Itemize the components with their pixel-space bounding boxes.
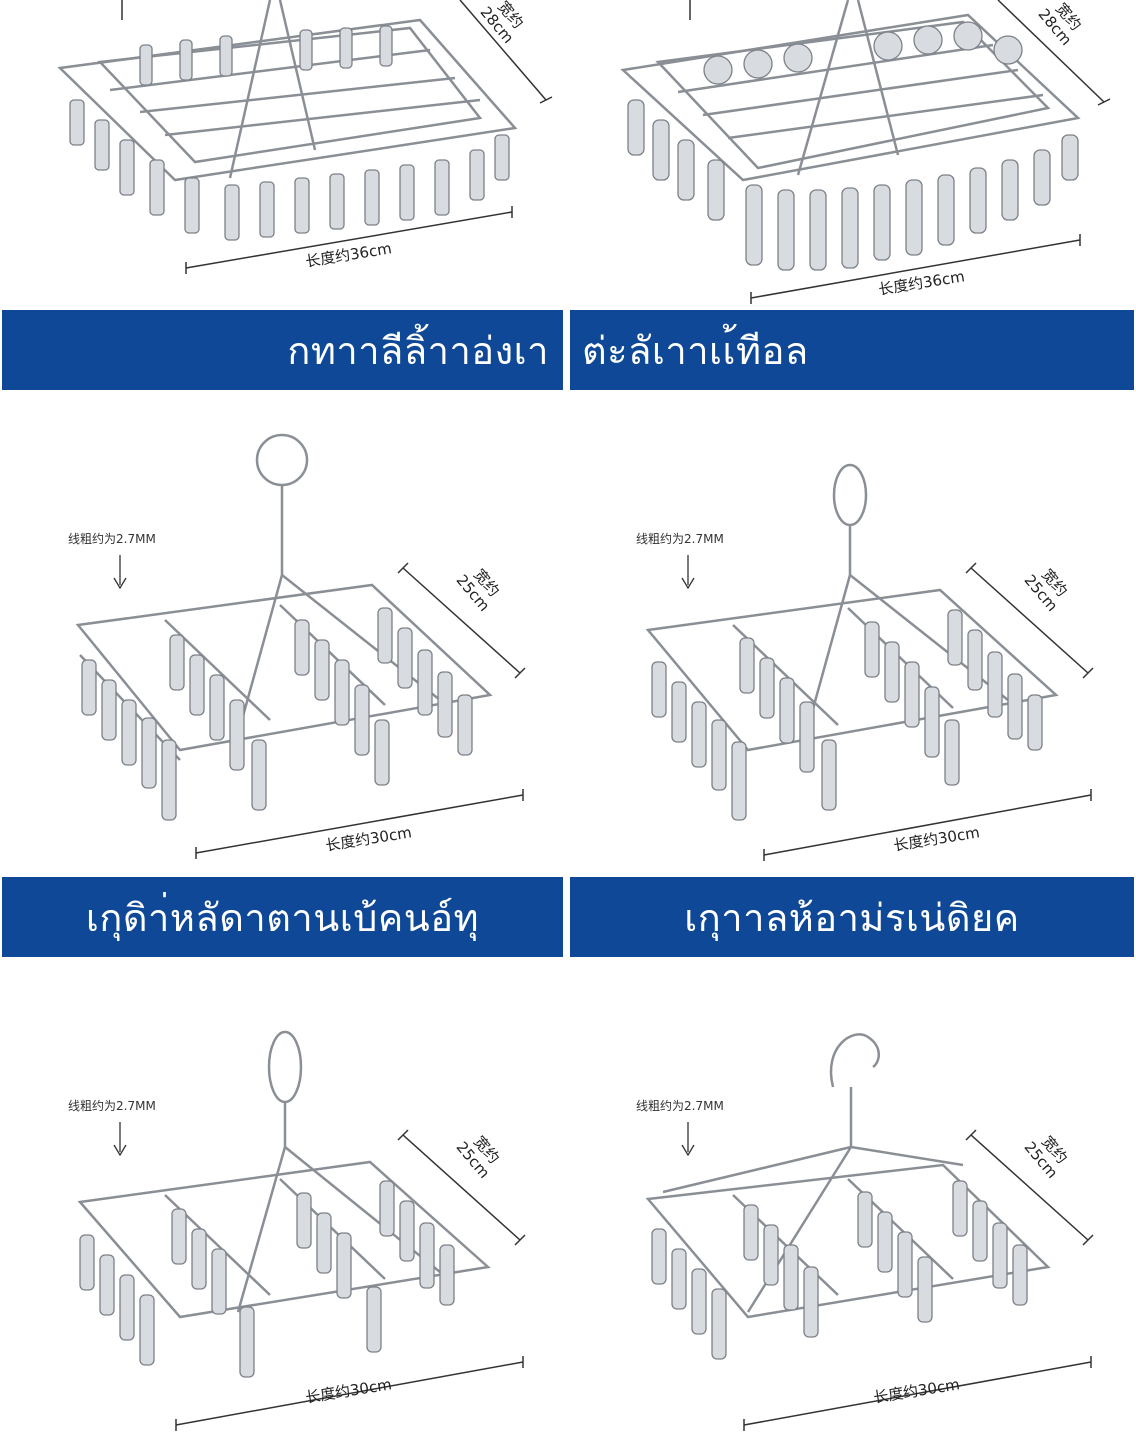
- wire-thickness-label: 线粗约为2.7MM: [636, 532, 724, 546]
- product-4: 线粗约为2.7MM: [568, 400, 1136, 870]
- clip-hanger-image-1: [57, 0, 553, 274]
- clip-hanger-image-2: [620, 0, 1111, 304]
- banner-title-4: เกุาาลห้อาม่รเน่ดิยค: [570, 877, 1134, 957]
- clip-hanger-image-3: [75, 433, 526, 859]
- product-5: 线粗约为2.7MM: [0, 967, 568, 1440]
- product-2: 长度约36cm 宽约 28cm: [568, 0, 1136, 310]
- wire-thickness-label: 线粗约为2.7MM: [68, 532, 156, 546]
- product-6: 线粗约为2.7MM: [568, 967, 1136, 1440]
- clip-hanger-image-4: [645, 463, 1094, 861]
- banner-title-1: กทาาลีลิ้าาอ่งเา: [2, 310, 563, 390]
- banner-title-2: ต่ะลัเาาเเ้ทีอล: [570, 310, 1134, 390]
- product-1: 长度约36cm 宽约 28cm: [0, 0, 568, 300]
- product-3: 线粗约为2.7MM: [0, 400, 568, 870]
- clip-hanger-image-5: [77, 1030, 526, 1431]
- wire-thickness-label: 线粗约为2.7MM: [636, 1099, 724, 1113]
- banner-title-3: เกุดิา่หลัดาตานเบ้คนอ์ทุ: [2, 877, 563, 957]
- clip-hanger-image-6: [645, 1033, 1094, 1431]
- wire-thickness-label: 线粗约为2.7MM: [68, 1099, 156, 1113]
